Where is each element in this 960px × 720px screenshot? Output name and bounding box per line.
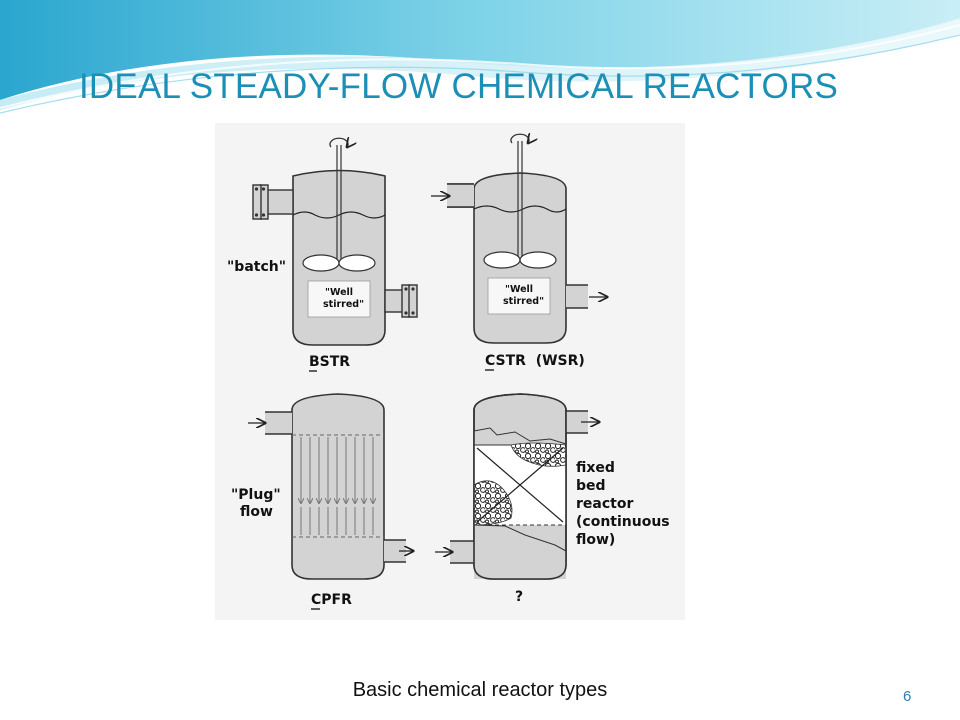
- reactor-types-figure: "Well stirred" "batch" BSTR "Well stirre…: [215, 123, 685, 620]
- wave-banner: [0, 0, 960, 114]
- slide-number: 6: [903, 688, 912, 705]
- bstr-well-stirred-line2: stirred": [323, 299, 364, 310]
- cpfr-reactor: [248, 393, 413, 580]
- cstr-well-stirred-line1: "Well: [505, 284, 533, 295]
- plug-flow-line1: "Plug": [231, 487, 281, 503]
- cstr-well-stirred-line2: stirred": [503, 296, 544, 307]
- cpfr-label: CPFR: [311, 592, 352, 608]
- fixed-bed-line: flow): [576, 532, 615, 548]
- plug-flow-line2: flow: [240, 504, 273, 520]
- fixed-bed-line: bed: [576, 478, 606, 494]
- bstr-label: BSTR: [309, 354, 350, 370]
- cstr-reactor: [431, 134, 607, 344]
- unknown-label: ?: [515, 589, 523, 605]
- slide-title: IDEAL STEADY-FLOW CHEMICAL REACTORS: [79, 67, 839, 106]
- fixed-bed-line: (continuous: [576, 514, 670, 530]
- figure-caption: Basic chemical reactor types: [352, 679, 608, 701]
- fixed-bed-line: fixed: [576, 460, 615, 476]
- fixed-bed-line: reactor: [576, 496, 633, 512]
- batch-label: "batch": [227, 259, 286, 275]
- bstr-reactor: [252, 138, 418, 346]
- fixed-bed-label: fixed bed reactor (continuous flow): [576, 460, 670, 548]
- bstr-well-stirred-line1: "Well: [325, 287, 353, 298]
- cstr-label: CSTR (WSR): [485, 353, 585, 369]
- fixed-bed-reactor: [435, 393, 599, 580]
